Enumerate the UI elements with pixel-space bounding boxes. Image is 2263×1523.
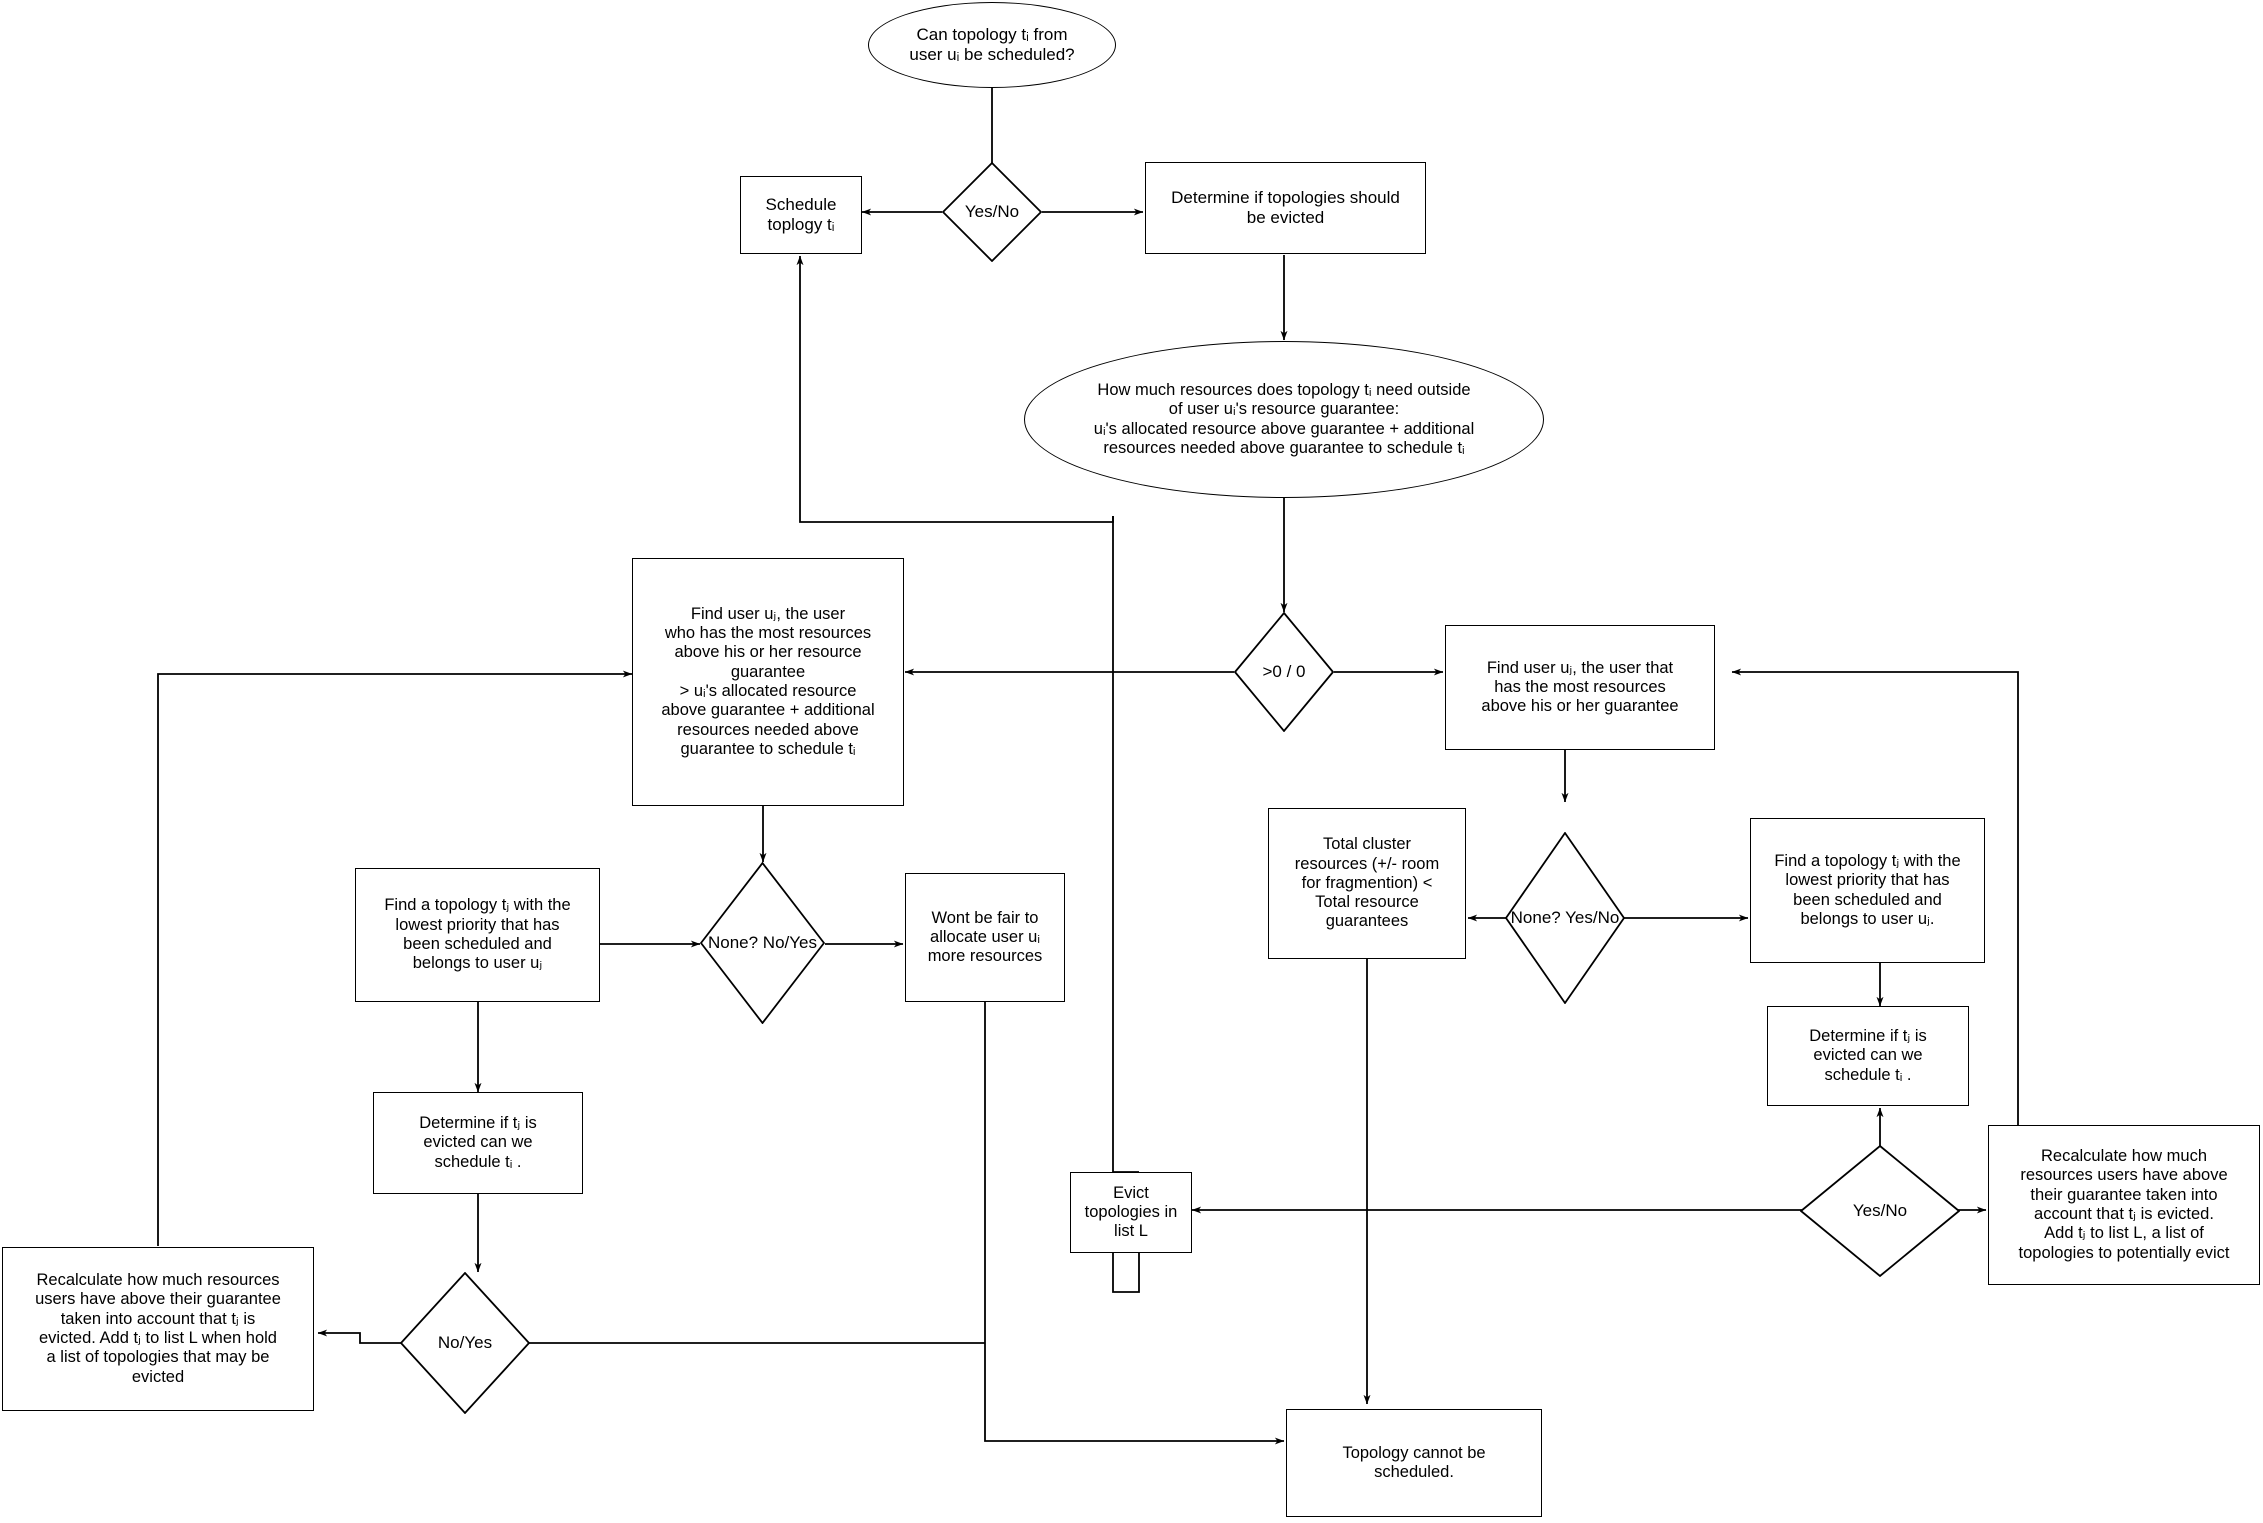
decision-none-no-yes-label: None? No/Yes — [707, 933, 817, 953]
diamond-shape-icon — [400, 1272, 530, 1414]
start-ellipse[interactable]: Can topology tᵢ from user uᵢ be schedule… — [868, 2, 1116, 88]
edge-noyes-to-recalculate-left — [317, 1329, 428, 1344]
how-much-resources-label: How much resources does topology tᵢ need… — [1093, 380, 1475, 457]
find-user-uj-right-box[interactable]: Find user uⱼ, the user that has the most… — [1445, 625, 1715, 750]
decision-none-no-yes[interactable]: None? No/Yes — [700, 862, 825, 1024]
diamond-shape-icon — [1800, 1145, 1960, 1277]
topology-cannot-be-scheduled-box[interactable]: Topology cannot be scheduled. — [1286, 1409, 1542, 1517]
find-topology-tj-right-label: Find a topology tⱼ with the lowest prior… — [1774, 851, 1961, 928]
determine-evict-box[interactable]: Determine if topologies should be evicte… — [1145, 162, 1426, 254]
find-topology-tj-left-box[interactable]: Find a topology tⱼ with the lowest prior… — [355, 868, 600, 1002]
determine-tj-right-box[interactable]: Determine if tⱼ is evicted can we schedu… — [1767, 1006, 1969, 1106]
decision-no-yes-bottom[interactable]: No/Yes — [400, 1272, 530, 1414]
determine-tj-left-box[interactable]: Determine if tⱼ is evicted can we schedu… — [373, 1092, 583, 1194]
decision-gt0[interactable]: >0 / 0 — [1234, 612, 1334, 732]
schedule-topology-box[interactable]: Schedule toplogy tᵢ — [740, 176, 862, 254]
diamond-shape-icon — [1505, 832, 1625, 1004]
edge-wont-be-fair-to-cannot-schedule — [984, 1002, 1285, 1445]
recalculate-right-label: Recalculate how much resources users hav… — [2018, 1147, 2230, 1262]
diamond-shape-icon — [942, 162, 1042, 262]
find-user-uj-left-box[interactable]: Find user uⱼ, the user who has the most … — [632, 558, 904, 806]
edge-recalculate-left-to-find-user-left — [157, 670, 633, 1246]
evict-topologies-box[interactable]: Evict topologies in list L — [1070, 1172, 1192, 1253]
decision-yes-no-top[interactable]: Yes/No — [942, 162, 1042, 262]
schedule-topology-label: Schedule toplogy tᵢ — [765, 195, 837, 234]
diamond-shape-icon — [1234, 612, 1334, 732]
how-much-resources-ellipse[interactable]: How much resources does topology tᵢ need… — [1024, 341, 1544, 498]
decision-none-yes-no-label: None? Yes/No — [1510, 908, 1620, 928]
decision-none-yes-no[interactable]: None? Yes/No — [1505, 832, 1625, 1004]
edge-recalculate-right-to-find-user-right — [1731, 668, 2019, 1125]
start-ellipse-label: Can topology tᵢ from user uᵢ be schedule… — [909, 25, 1075, 64]
total-cluster-resources-label: Total cluster resources (+/- room for fr… — [1294, 835, 1440, 931]
decision-gt0-label: >0 / 0 — [1262, 662, 1306, 682]
determine-evict-label: Determine if topologies should be evicte… — [1171, 188, 1400, 227]
diamond-shape-icon — [700, 862, 825, 1024]
decision-yes-no-right-label: Yes/No — [1852, 1201, 1908, 1221]
wont-be-fair-label: Wont be fair to allocate user uᵢ more re… — [927, 908, 1043, 966]
find-topology-tj-left-label: Find a topology tⱼ with the lowest prior… — [384, 896, 571, 973]
wont-be-fair-box[interactable]: Wont be fair to allocate user uᵢ more re… — [905, 873, 1065, 1002]
recalculate-right-box[interactable]: Recalculate how much resources users hav… — [1988, 1125, 2260, 1285]
decision-no-yes-bottom-label: No/Yes — [437, 1333, 493, 1353]
find-user-uj-left-label: Find user uⱼ, the user who has the most … — [661, 604, 875, 758]
determine-tj-right-label: Determine if tⱼ is evicted can we schedu… — [1809, 1027, 1927, 1084]
edge-howmuch-spine-to-evict — [1112, 516, 1139, 1173]
recalculate-left-box[interactable]: Recalculate how much resources users hav… — [2, 1247, 314, 1411]
edge-spine-to-schedule-toplogy — [796, 255, 1114, 523]
evict-topologies-label: Evict topologies in list L — [1084, 1183, 1178, 1241]
decision-yes-no-right[interactable]: Yes/No — [1800, 1145, 1960, 1277]
find-topology-tj-right-box[interactable]: Find a topology tⱼ with the lowest prior… — [1750, 818, 1985, 963]
topology-cannot-be-scheduled-label: Topology cannot be scheduled. — [1342, 1443, 1486, 1481]
find-user-uj-right-label: Find user uⱼ, the user that has the most… — [1481, 658, 1679, 716]
recalculate-left-label: Recalculate how much resources users hav… — [35, 1271, 281, 1386]
total-cluster-resources-box[interactable]: Total cluster resources (+/- room for fr… — [1268, 808, 1466, 959]
determine-tj-left-label: Determine if tⱼ is evicted can we schedu… — [419, 1114, 537, 1171]
decision-yes-no-top-label: Yes/No — [964, 202, 1020, 222]
